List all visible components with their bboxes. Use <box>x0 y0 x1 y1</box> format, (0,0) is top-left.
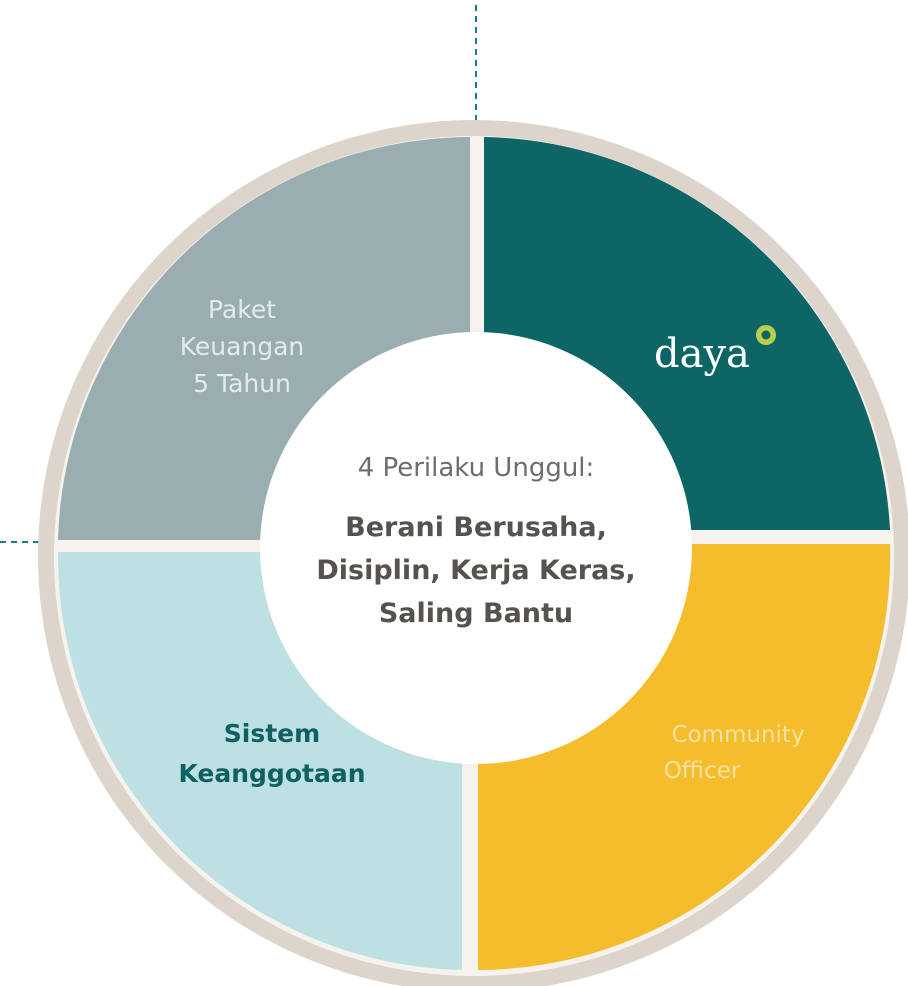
sistem-keanggotaan-line-2: Keanggotaan <box>178 759 365 788</box>
sistem-keanggotaan-line-1: Sistem <box>224 719 320 748</box>
daya-logo: daya <box>654 325 776 377</box>
paket-keuangan-label: Paket Keuangan 5 Tahun <box>180 295 305 398</box>
community-officer-label: Community Officer <box>664 722 805 784</box>
center-body-line-2: Disiplin, Kerja Keras, <box>316 555 635 586</box>
community-officer-line-2: Officer <box>664 758 741 784</box>
community-officer-line-1: Community <box>671 722 804 748</box>
center-circle <box>260 332 692 764</box>
center-body-line-1: Berani Berusaha, <box>345 512 607 543</box>
center-title: 4 Perilaku Unggul: <box>358 453 595 483</box>
daya-logo-mark-icon <box>756 325 776 345</box>
paket-keuangan-line-1: Paket <box>208 295 276 324</box>
center-body: Berani Berusaha, Disiplin, Kerja Keras, … <box>316 512 635 629</box>
center-body-line-3: Saling Bantu <box>379 598 573 629</box>
sistem-keanggotaan-label: Sistem Keanggotaan <box>178 719 365 788</box>
paket-keuangan-line-3: 5 Tahun <box>193 369 291 398</box>
daya-logo-text: daya <box>654 331 750 377</box>
paket-keuangan-line-2: Keuangan <box>180 332 305 361</box>
